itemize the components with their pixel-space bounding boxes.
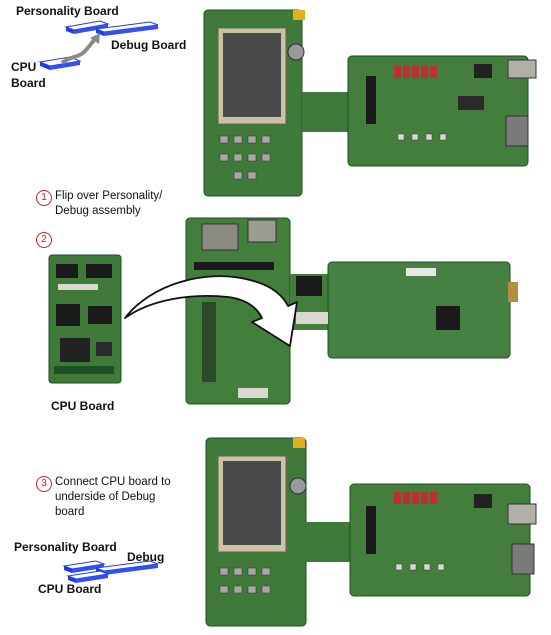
top-board-stack-diagram	[38, 20, 159, 70]
final-assembly-photo	[205, 437, 537, 627]
final-lcd-screen	[223, 461, 281, 545]
step-2-circle-icon: 2	[36, 232, 52, 248]
flipped-assembly-photo	[185, 217, 518, 405]
connect-arrow-icon	[60, 36, 98, 65]
bottom-debug-label: Debug	[127, 550, 165, 564]
bottom-board-stack-diagram	[62, 560, 159, 583]
bottom-cpu-label: CPU Board	[38, 582, 102, 596]
bottom-personality-plate	[62, 560, 106, 573]
cpu-board-photo	[48, 254, 122, 384]
step-1-text-line2: Debug assembly	[55, 205, 141, 217]
step-3-circle-icon: 3	[36, 476, 52, 492]
cpu-board-caption: CPU Board	[51, 399, 115, 413]
personality-board-label: Personality Board	[16, 4, 119, 18]
bottom-cpu-plate	[66, 570, 110, 583]
bottom-personality-label: Personality Board	[14, 540, 117, 554]
debug-board-label: Debug Board	[111, 38, 187, 52]
assembled-board-photo	[203, 9, 537, 197]
step-1-text-line1: Flip over Personality/	[55, 190, 163, 202]
lcd-screen	[223, 33, 281, 117]
step-1-circle-icon: 1	[36, 190, 52, 206]
step-3-text-line1: Connect CPU board to	[55, 476, 171, 488]
cpu-label: CPU	[11, 60, 37, 74]
board-label: Board	[11, 76, 46, 90]
personality-board-plate	[64, 20, 110, 34]
step-3-text-line2: underside of Debug	[55, 491, 156, 503]
step-3-text-line3: board	[55, 506, 85, 518]
debug-board-plate	[95, 21, 159, 36]
